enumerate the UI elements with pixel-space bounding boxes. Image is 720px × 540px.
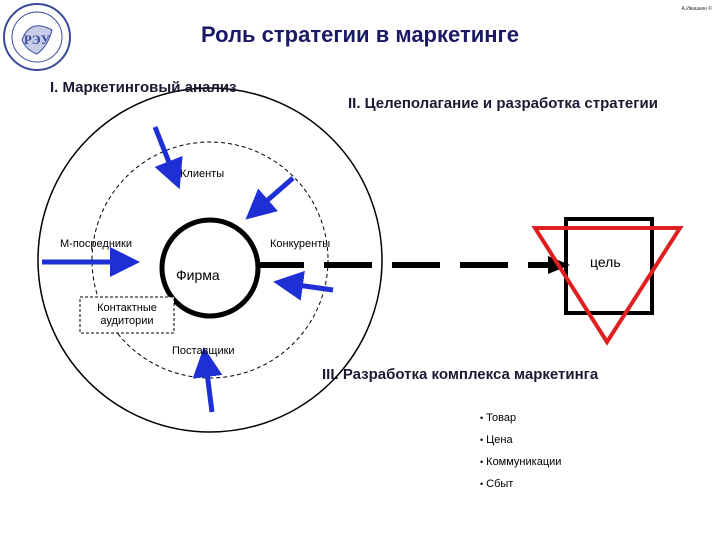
arrow-upper-right <box>245 176 295 220</box>
section-marketing-mix: III. Разработка комплекса маркетинга <box>322 366 599 383</box>
label-firm: Фирма <box>176 267 220 283</box>
arrow-top <box>152 126 183 190</box>
corner-note: А.Ивашкин © <box>681 6 712 12</box>
label-intermediaries: М-посредники <box>60 238 132 250</box>
label-suppliers: Поставщики <box>172 345 235 357</box>
university-logo: РЭУ <box>3 3 71 71</box>
arrow-bottom <box>192 347 223 413</box>
list-item: Товар <box>480 410 561 432</box>
list-item: Цена <box>480 432 561 454</box>
list-item: Сбыт <box>480 476 561 498</box>
contact-audiences-box <box>79 296 175 334</box>
label-contact-audiences: Контактные аудитории <box>97 302 157 327</box>
section-goal-setting: II. Целеполагание и разработка стратегии <box>348 95 658 112</box>
arrow-right <box>273 270 334 301</box>
outer-environment-circle <box>37 87 383 433</box>
list-item: Коммуникации <box>480 454 561 476</box>
section-analysis: I. Маркетинговый анализ <box>50 79 237 96</box>
label-goal: цель <box>590 254 621 270</box>
marketing-mix-list: Товар Цена Коммуникации Сбыт <box>480 410 561 498</box>
goal-box <box>564 217 654 315</box>
label-competitors: Конкуренты <box>270 238 331 250</box>
page-title: Роль стратегии в маркетинге <box>201 22 519 47</box>
svg-text:РЭУ: РЭУ <box>24 32 51 47</box>
label-clients: Клиенты <box>180 168 225 180</box>
goal-triangle <box>531 226 684 346</box>
